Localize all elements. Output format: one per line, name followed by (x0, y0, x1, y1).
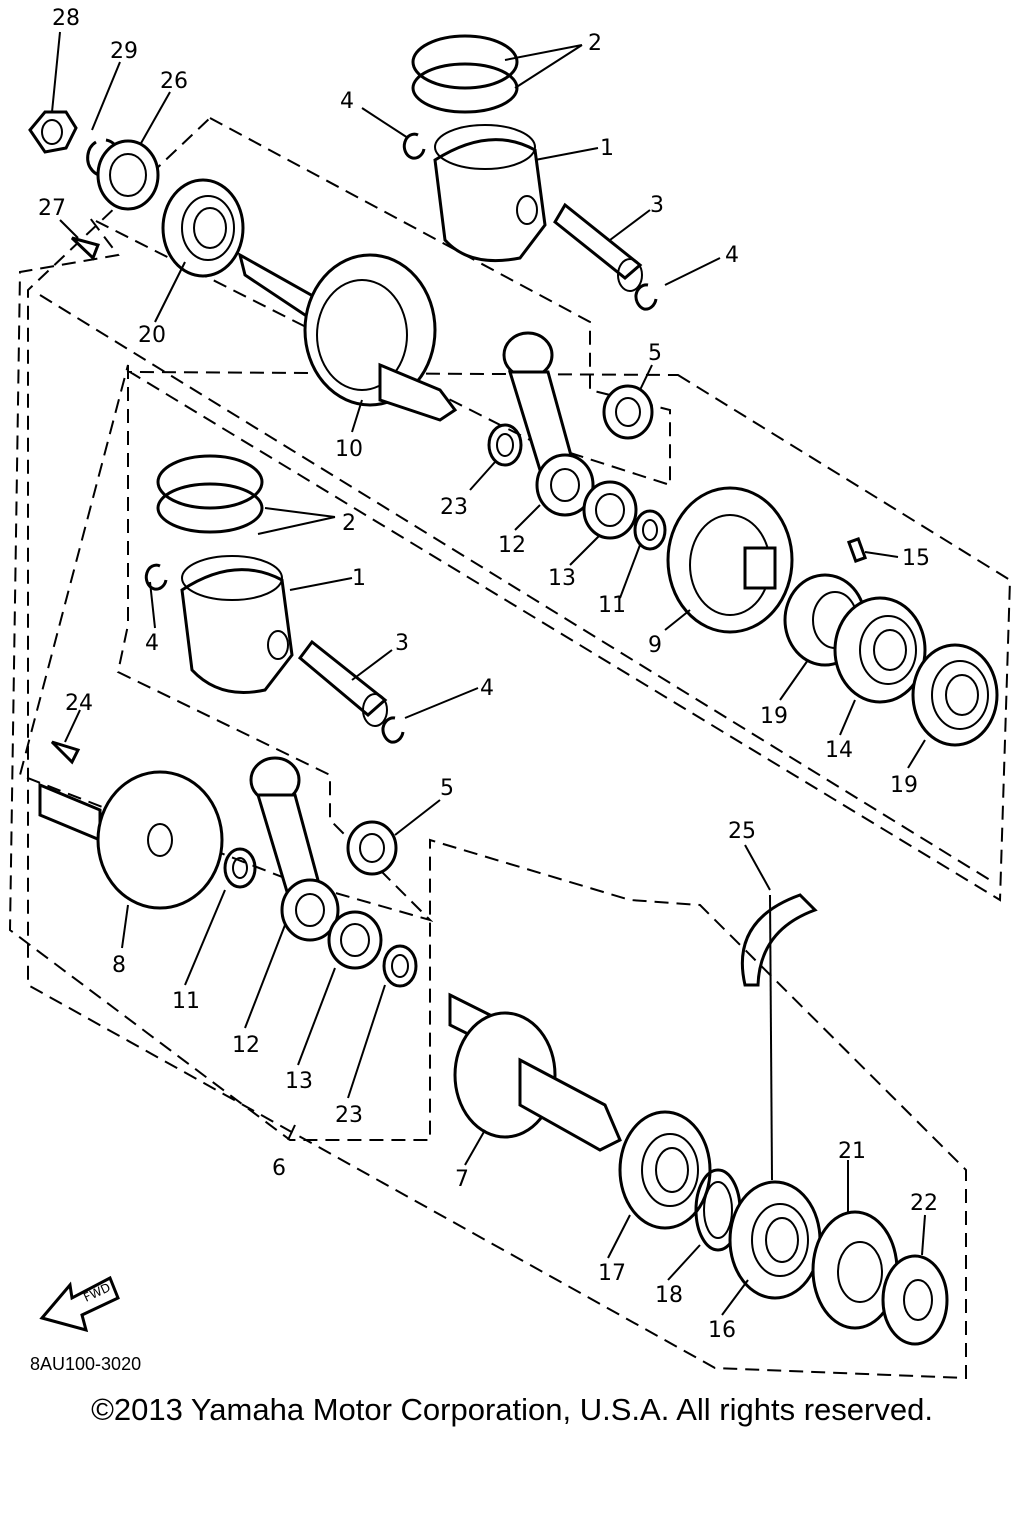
labyrinth-seal-14 (833, 596, 927, 704)
nut-28 (28, 110, 78, 154)
callout-19-b: 19 (890, 773, 918, 798)
callout-1-lower: 1 (352, 566, 366, 591)
callout-10: 10 (335, 437, 363, 462)
callout-23-lower: 23 (335, 1103, 363, 1128)
thrust-washer-11-upper (633, 509, 667, 551)
callout-11-lower: 11 (172, 989, 200, 1014)
callout-7: 7 (455, 1167, 469, 1192)
callout-20: 20 (138, 323, 166, 348)
bearing-19-b (911, 643, 999, 747)
callout-27: 27 (38, 196, 66, 221)
needle-bearing-13-lower (327, 910, 383, 970)
needle-bearing-13-upper (582, 480, 638, 540)
callout-29: 29 (110, 39, 138, 64)
callout-22: 22 (910, 1191, 938, 1216)
piston-rings-2-upper (411, 34, 519, 114)
bearing-20 (161, 178, 245, 278)
circlip-4-c (144, 563, 168, 591)
callout-3-upper: 3 (650, 193, 664, 218)
callout-4-d: 4 (480, 676, 494, 701)
thrust-washer-23-lower (382, 944, 418, 988)
callout-3-lower: 3 (395, 631, 409, 656)
copyright-notice: ©2013 Yamaha Motor Corporation, U.S.A. A… (91, 1392, 933, 1427)
connecting-rod-12-lower (249, 756, 340, 942)
callout-4-c: 4 (145, 631, 159, 656)
thrust-washer-11-lower (223, 847, 257, 889)
circlip-25 (740, 893, 818, 987)
right-crank-group-outline (126, 370, 1012, 902)
crank-wheel-8 (38, 770, 224, 910)
fwd-arrow-icon: FWD (39, 1275, 120, 1333)
callout-15: 15 (902, 546, 930, 571)
circlip-4-b (634, 283, 658, 311)
callout-4-a: 4 (340, 89, 354, 114)
callout-24: 24 (65, 691, 93, 716)
callout-9: 9 (648, 633, 662, 658)
oil-seal-26 (96, 139, 160, 211)
callout-18: 18 (655, 1283, 683, 1308)
crank-wheel-10 (237, 251, 458, 422)
inner-boundary-line (39, 294, 991, 881)
callout-2-upper: 2 (588, 31, 602, 56)
diagram-code: 8AU100-3020 (30, 1354, 141, 1374)
leader-lines (51, 31, 926, 1316)
dowel-pin-15 (846, 536, 868, 564)
callout-21: 21 (838, 1139, 866, 1164)
crank-wheel-9 (666, 486, 794, 634)
callout-14: 14 (825, 738, 853, 763)
callout-8: 8 (112, 953, 126, 978)
callout-2-lower: 2 (342, 511, 356, 536)
callout-1-upper: 1 (600, 136, 614, 161)
callout-26: 26 (160, 69, 188, 94)
piston-rings-2-lower (156, 454, 264, 534)
callout-25: 25 (728, 819, 756, 844)
upper-crank-group-outline (8, 116, 967, 1380)
callout-28: 28 (52, 6, 80, 31)
piston-1-upper (433, 124, 547, 263)
callout-16: 16 (708, 1318, 736, 1343)
piston-pin-3-lower (297, 639, 388, 727)
key-27 (70, 236, 100, 261)
callout-19-a: 19 (760, 704, 788, 729)
circlip-4-d (381, 716, 405, 744)
callout-17: 17 (598, 1261, 626, 1286)
drive-gear-22 (881, 1254, 949, 1346)
needle-bearing-5-upper (602, 384, 654, 440)
connecting-rod-12-upper (502, 331, 595, 517)
key-24 (50, 740, 81, 765)
callout-5-lower: 5 (440, 776, 454, 801)
callout-13-lower: 13 (285, 1069, 313, 1094)
callout-12-upper: 12 (498, 533, 526, 558)
callout-5-upper: 5 (648, 341, 662, 366)
circlip-4-a (402, 132, 426, 160)
callout-11-upper: 11 (598, 593, 626, 618)
crank-wheel-7 (448, 992, 622, 1152)
callout-4-b: 4 (725, 243, 739, 268)
piston-1-lower (180, 555, 294, 694)
needle-bearing-5-lower (346, 820, 398, 876)
callout-13-upper: 13 (548, 566, 576, 591)
callout-numbers: 28 29 26 27 20 2 4 1 3 4 5 10 23 12 13 1… (38, 6, 938, 1343)
callout-12-lower: 12 (232, 1033, 260, 1058)
thrust-washer-23-upper (487, 423, 523, 467)
callout-6: 6 (272, 1156, 286, 1181)
bearing-16 (728, 1180, 822, 1300)
callout-23-upper: 23 (440, 495, 468, 520)
piston-pin-3-upper (553, 202, 643, 292)
bearing-17 (618, 1110, 712, 1230)
